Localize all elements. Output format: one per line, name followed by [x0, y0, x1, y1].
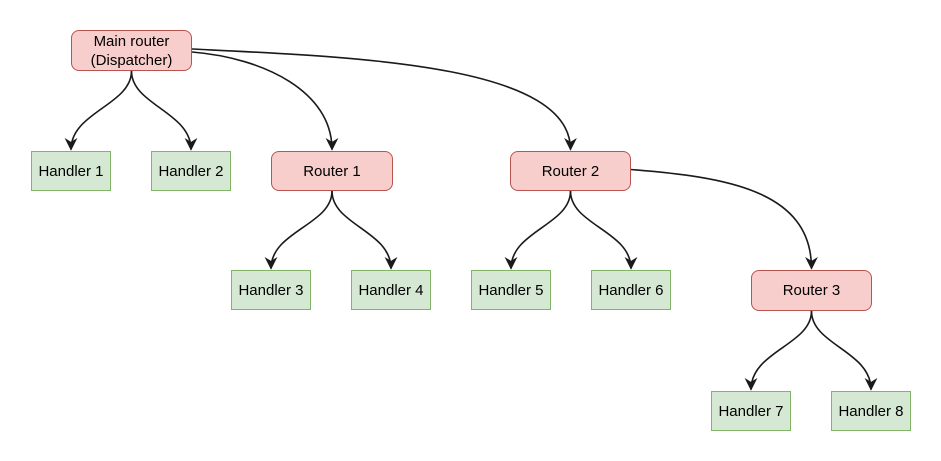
node-main-router: Main router (Dispatcher) [71, 30, 192, 71]
node-handler-7-label: Handler 7 [718, 402, 784, 420]
node-handler-5: Handler 5 [471, 270, 551, 310]
node-handler-6: Handler 6 [591, 270, 671, 310]
node-handler-1: Handler 1 [31, 151, 111, 191]
edge-main-router-to-router-2 [191, 48, 577, 151]
node-handler-3-label: Handler 3 [238, 281, 304, 299]
node-handler-4-label: Handler 4 [358, 281, 424, 299]
edge-router-2-to-handler-6 [569, 190, 638, 270]
node-handler-1-label: Handler 1 [38, 162, 104, 180]
edge-router-2-to-handler-5 [504, 190, 572, 270]
node-handler-8-label: Handler 8 [838, 402, 904, 420]
node-handler-6-label: Handler 6 [598, 281, 664, 299]
node-handler-3: Handler 3 [231, 270, 311, 310]
node-handler-4: Handler 4 [351, 270, 431, 310]
node-router-2-label: Router 2 [541, 162, 600, 180]
edge-main-router-to-router-1 [191, 51, 339, 151]
node-router-2: Router 2 [510, 151, 631, 191]
node-router-3: Router 3 [751, 270, 872, 311]
edge-router-2-to-router-3 [630, 168, 818, 270]
edge-router-1-to-handler-4 [331, 190, 398, 270]
node-handler-2: Handler 2 [151, 151, 231, 191]
node-main-router-label: Main router (Dispatcher) [90, 32, 173, 69]
node-handler-5-label: Handler 5 [478, 281, 544, 299]
edge-router-3-to-handler-8 [810, 310, 878, 391]
edge-main-router-to-handler-1 [64, 70, 133, 151]
node-handler-2-label: Handler 2 [158, 162, 224, 180]
edge-router-1-to-handler-3 [264, 190, 333, 270]
node-handler-8: Handler 8 [831, 391, 911, 431]
edge-main-router-to-handler-2 [130, 70, 198, 151]
node-router-1-label: Router 1 [303, 162, 361, 180]
node-router-1: Router 1 [271, 151, 393, 191]
edge-router-3-to-handler-7 [744, 310, 813, 391]
node-router-3-label: Router 3 [782, 282, 841, 299]
node-handler-7: Handler 7 [711, 391, 791, 431]
